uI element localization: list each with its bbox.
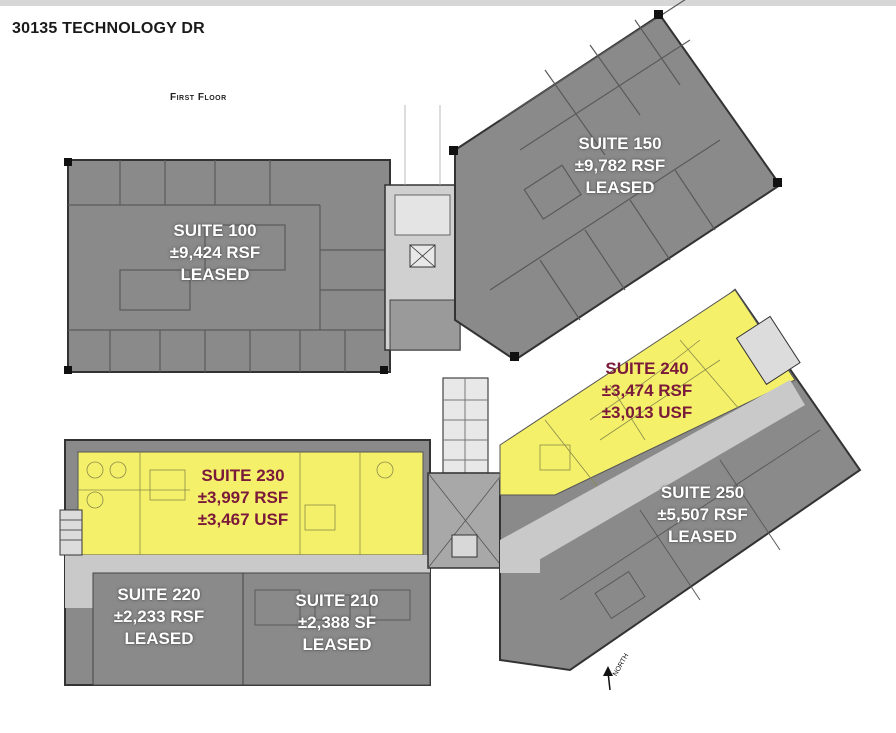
suite-250-label: SUITE 250 ±5,507 RSF LEASED	[645, 482, 760, 548]
building-address: 30135 TECHNOLOGY DR	[12, 20, 205, 37]
corridor-west	[65, 555, 430, 573]
suite-100-area-text: ±9,424 RSF	[169, 243, 261, 262]
suite-150-name: SUITE 150	[578, 134, 662, 153]
suite-250-area-text: ±5,507 RSF	[657, 505, 748, 524]
suite-220-name: SUITE 220	[117, 585, 201, 604]
suite-220-area-text: ±2,233 RSF	[113, 607, 205, 626]
west-stair	[59, 509, 83, 556]
suite-150-label: SUITE 150 ±9,782 RSF LEASED	[560, 133, 680, 199]
suite-100-status: LEASED	[180, 265, 250, 284]
suite-230-name: SUITE 230	[201, 466, 285, 485]
suite-240-name: SUITE 240	[605, 359, 689, 378]
corridor-east	[500, 380, 805, 568]
corridor-west-end	[65, 573, 93, 608]
suite-240-area-text: ±3,474 RSF	[601, 381, 693, 400]
suite-240-area[interactable]	[499, 289, 801, 496]
suite-210-status: LEASED	[302, 635, 372, 654]
suite-210-label: SUITE 210 ±2,388 SF LEASED	[282, 590, 392, 656]
suite-210-area[interactable]	[242, 572, 431, 686]
suite-240-label: SUITE 240 ±3,474 RSF ±3,013 USF	[592, 358, 702, 424]
suite-100-label: SUITE 100 ±9,424 RSF LEASED	[160, 220, 270, 286]
suite-230-label: SUITE 230 ±3,997 RSF ±3,467 USF	[188, 465, 298, 531]
stair-tower	[442, 377, 489, 474]
top-bar	[0, 0, 896, 6]
suite-230-area[interactable]	[77, 451, 424, 556]
suite-250-status: LEASED	[668, 527, 737, 546]
suite-150-status: LEASED	[585, 178, 655, 197]
suite-210-name: SUITE 210	[295, 591, 379, 610]
floor-label: First Floor	[170, 92, 227, 103]
suite-150-area-text: ±9,782 RSF	[574, 156, 666, 175]
suite-220-status: LEASED	[124, 629, 194, 648]
suite-210-area-text: ±2,388 SF	[297, 613, 377, 632]
suite-150-area[interactable]	[449, 0, 782, 362]
suite-230-area-text: ±3,997 RSF	[197, 488, 289, 507]
north-arrow-icon	[603, 666, 613, 691]
suite-100-area[interactable]	[64, 158, 391, 374]
suite-100-name: SUITE 100	[173, 221, 257, 240]
corridor-connector	[500, 555, 540, 573]
suite-230-usf: ±3,467 USF	[197, 510, 289, 529]
suite-250-name: SUITE 250	[660, 483, 745, 502]
suite-250-area[interactable]	[559, 429, 821, 620]
suite-240-usf: ±3,013 USF	[601, 403, 693, 422]
suite-220-area[interactable]	[92, 572, 244, 686]
lower-lobby	[427, 472, 504, 569]
suite-220-label: SUITE 220 ±2,233 RSF LEASED	[100, 584, 218, 650]
